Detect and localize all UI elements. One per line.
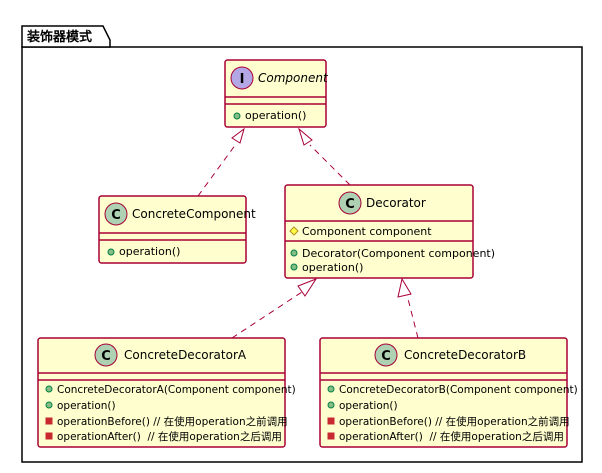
relation-decorator-implements-component (298, 127, 351, 186)
public-method-icon (45, 385, 53, 393)
class-name: ConcreteDecoratorA (124, 348, 247, 362)
class-badge (94, 343, 118, 367)
private-method-icon (327, 432, 335, 440)
protected-field-icon (289, 226, 299, 236)
method: operationBefore() // 在使用operation之前调用 (57, 415, 288, 428)
class-concrete-decorator-a: C ConcreteDecoratorA ConcreteDecoratorA(… (37, 337, 296, 448)
class-badge-letter: C (345, 197, 355, 212)
public-method-icon (45, 401, 53, 409)
private-method-icon (45, 417, 53, 425)
method: operationBefore() // 在使用operation之前调用 (339, 415, 570, 428)
method: Decorator(Component component) (302, 247, 495, 260)
relation-decoratora-extends-decorator (231, 277, 318, 339)
public-method-icon (327, 385, 335, 393)
class-badge-letter: C (101, 349, 111, 364)
class-name: Component (258, 71, 329, 85)
relation-decoratorb-extends-decorator (397, 277, 419, 339)
public-method-icon (290, 249, 298, 257)
method: ConcreteDecoratorB(Component component) (339, 384, 578, 396)
class-concrete-component: C ConcreteComponent operation() (98, 195, 256, 264)
method: ConcreteDecoratorA(Component component) (57, 384, 296, 396)
public-method-icon (327, 401, 335, 409)
class-concrete-decorator-b: C ConcreteDecoratorB ConcreteDecoratorB(… (319, 337, 578, 448)
method: operation() (245, 109, 306, 122)
public-method-icon (233, 112, 241, 120)
generalization-arrowhead (297, 277, 318, 297)
method: operation() (119, 245, 180, 258)
method: operation() (57, 400, 116, 412)
class-badge-letter: C (111, 208, 121, 223)
realization-arrowhead (298, 127, 313, 146)
class-badge (374, 343, 398, 367)
method: operation() (302, 261, 363, 274)
class-badge (338, 191, 362, 215)
method: operation() (339, 400, 398, 412)
method: operationAfter() // 在使用operation之后调用 (57, 430, 282, 443)
class-badge-letter: C (381, 349, 391, 364)
package-tab (21, 25, 111, 48)
class-component: I Component operation() (224, 59, 329, 128)
method: operationAfter() // 在使用operation之后调用 (339, 430, 564, 443)
interface-badge (230, 66, 254, 90)
package-title: 装饰器模式 (26, 29, 92, 45)
field: Component component (302, 225, 432, 238)
interface-badge-letter: I (240, 72, 245, 87)
relation-concretecomponent-implements-component (197, 127, 245, 197)
public-method-icon (107, 248, 115, 256)
generalization-arrowhead (397, 277, 412, 298)
class-decorator: C Decorator Component component Decorato… (284, 184, 495, 279)
class-name: ConcreteComponent (132, 207, 256, 221)
class-badge (104, 202, 128, 226)
class-name: Decorator (366, 196, 426, 210)
private-method-icon (327, 417, 335, 425)
class-name: ConcreteDecoratorB (404, 348, 526, 362)
public-method-icon (290, 263, 298, 271)
realization-arrowhead (231, 127, 245, 144)
private-method-icon (45, 432, 53, 440)
relations (197, 127, 419, 339)
